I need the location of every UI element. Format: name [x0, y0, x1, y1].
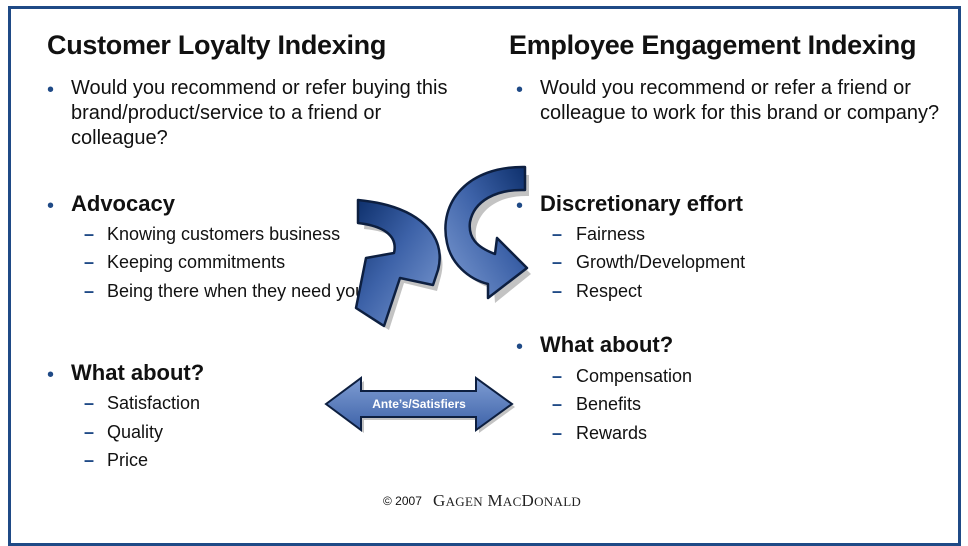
- dash-icon: –: [84, 281, 95, 301]
- dash-icon: –: [552, 423, 563, 443]
- left-question-line: colleague?: [71, 127, 168, 149]
- right-section2-item: Benefits: [576, 394, 642, 414]
- left-title: Customer Loyalty Indexing: [47, 30, 387, 60]
- bullet-icon: •: [47, 79, 55, 101]
- left-section2-item: Quality: [107, 422, 164, 442]
- left-section1-item: Being there when they need you: [107, 281, 366, 301]
- left-section2-heading: What about?: [71, 360, 205, 385]
- right-section2-item: Compensation: [576, 366, 693, 386]
- dash-icon: –: [84, 393, 95, 413]
- dash-icon: –: [84, 450, 95, 470]
- right-section1-item: Respect: [576, 281, 643, 301]
- dash-icon: –: [552, 366, 563, 386]
- right-section1-heading: Discretionary effort: [540, 191, 743, 216]
- bullet-icon: •: [516, 195, 524, 217]
- curved-arrow-right: [444, 165, 529, 300]
- right-section1-item: Growth/Development: [576, 252, 746, 272]
- right-section1-item: Fairness: [576, 224, 646, 244]
- right-question-line: Would you recommend or refer a friend or: [540, 77, 911, 99]
- left-section1-item: Knowing customers business: [107, 224, 341, 244]
- copyright-text: © 2007: [383, 494, 422, 508]
- double-arrow: [324, 376, 514, 432]
- double-arrow-label: Ante’s/Satisfiers: [372, 397, 466, 411]
- dash-icon: –: [552, 394, 563, 414]
- dash-icon: –: [552, 281, 563, 301]
- curved-arrow-left: [354, 198, 441, 328]
- left-question-line: Would you recommend or refer buying this: [71, 77, 448, 99]
- left-section1-item: Keeping commitments: [107, 252, 286, 272]
- bullet-icon: •: [47, 195, 55, 217]
- arrows-diagram: Ante’s/Satisfiers: [324, 165, 531, 433]
- brand-logo: GAGEN MACDONALD: [433, 491, 582, 510]
- right-question-line: colleague to work for this brand or comp…: [540, 102, 940, 124]
- dash-icon: –: [552, 252, 563, 272]
- right-section2-item: Rewards: [576, 423, 648, 443]
- left-question: Would you recommend or refer buying this…: [71, 76, 447, 151]
- dash-icon: –: [84, 422, 95, 442]
- right-title: Employee Engagement Indexing: [509, 30, 917, 60]
- left-section2-item: Satisfaction: [107, 393, 201, 413]
- bullet-icon: •: [47, 364, 55, 386]
- dash-icon: –: [552, 224, 563, 244]
- dash-icon: –: [84, 224, 95, 244]
- left-section1-heading: Advocacy: [71, 191, 175, 216]
- right-question: Would you recommend or refer a friend or…: [540, 76, 939, 126]
- left-section2-item: Price: [107, 450, 149, 470]
- dash-icon: –: [84, 252, 95, 272]
- bullet-icon: •: [516, 336, 524, 358]
- right-section2-heading: What about?: [540, 332, 674, 357]
- bullet-icon: •: [516, 79, 524, 101]
- left-question-line: brand/product/service to a friend or: [71, 102, 382, 124]
